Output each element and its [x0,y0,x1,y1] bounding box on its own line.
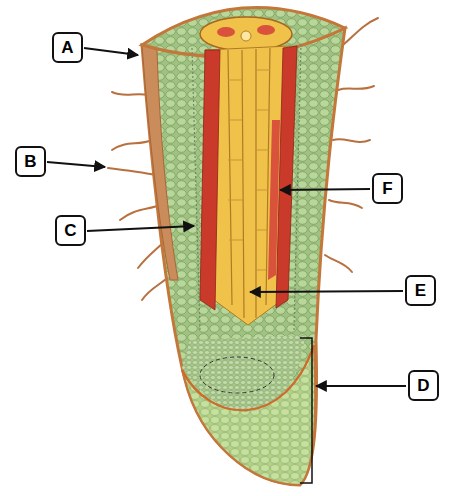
root-hair [325,255,352,272]
leader-arrow [84,48,138,55]
leader-arrow [47,162,105,167]
region-bracket [300,338,312,483]
part-letter: D [417,377,429,394]
part-letter: F [382,180,392,197]
xylem-section [241,31,251,41]
phloem-strand [276,46,297,308]
leader-lines [47,48,406,386]
leader-arrow [316,385,406,387]
root-hair [343,18,378,45]
protoderm-line [182,345,314,410]
root-hair [338,86,374,90]
root-hair [329,200,362,208]
root-hair [108,168,156,175]
phloem-section [217,27,235,37]
phloem-strand [200,50,220,310]
label-box: B [15,146,46,177]
meristem [182,335,305,412]
stele-section [200,17,292,51]
phloem-strand [268,120,280,280]
part-letter: A [61,39,73,56]
epidermis-surface [142,45,178,280]
leader-arrow [87,226,194,231]
leader-arrow [280,189,370,190]
label-box: E [405,275,436,306]
root-body [142,28,345,485]
label-box: A [52,32,83,63]
stele [192,44,301,330]
root-hair [120,205,160,220]
vessel-rungs [228,70,270,270]
label-box: F [372,173,403,204]
root-hair [112,92,148,95]
root-hair [112,140,152,150]
endodermis [192,44,301,330]
label-box: D [408,370,439,401]
leader-arrow [250,291,403,292]
part-letter: E [415,282,426,299]
phloem-section [257,25,275,35]
part-letter: C [64,222,76,239]
root-hair [333,139,370,142]
part-letter: B [24,153,36,170]
label-box: C [55,215,86,246]
quiescent-center [200,357,274,393]
xylem-vessels [228,48,270,318]
